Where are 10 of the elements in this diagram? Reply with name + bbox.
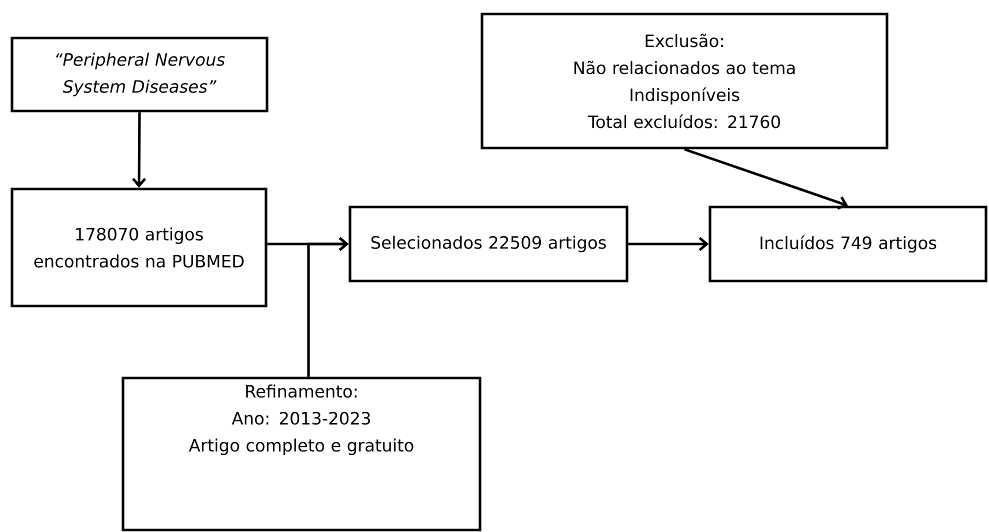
process-box: “Peripheral Nervous System Diseases” — [10, 36, 268, 112]
process-box: Exclusão: Não relacionados ao tema Indisponíveis Total excluídos: 21760 — [480, 12, 888, 150]
arrow — [628, 237, 709, 251]
process-box: Incluídos 749 artigos — [708, 206, 988, 282]
arrow — [307, 237, 349, 377]
arrow — [684, 148, 848, 210]
process-box: Refinamento: Ano: 2013-2023 Artigo completo e gratuito — [122, 376, 482, 532]
process-box: 178070 artigos encontrados na PUBMED — [10, 188, 268, 308]
process-box: Selecionados 22509 artigos — [348, 206, 628, 282]
arrow — [132, 112, 146, 188]
